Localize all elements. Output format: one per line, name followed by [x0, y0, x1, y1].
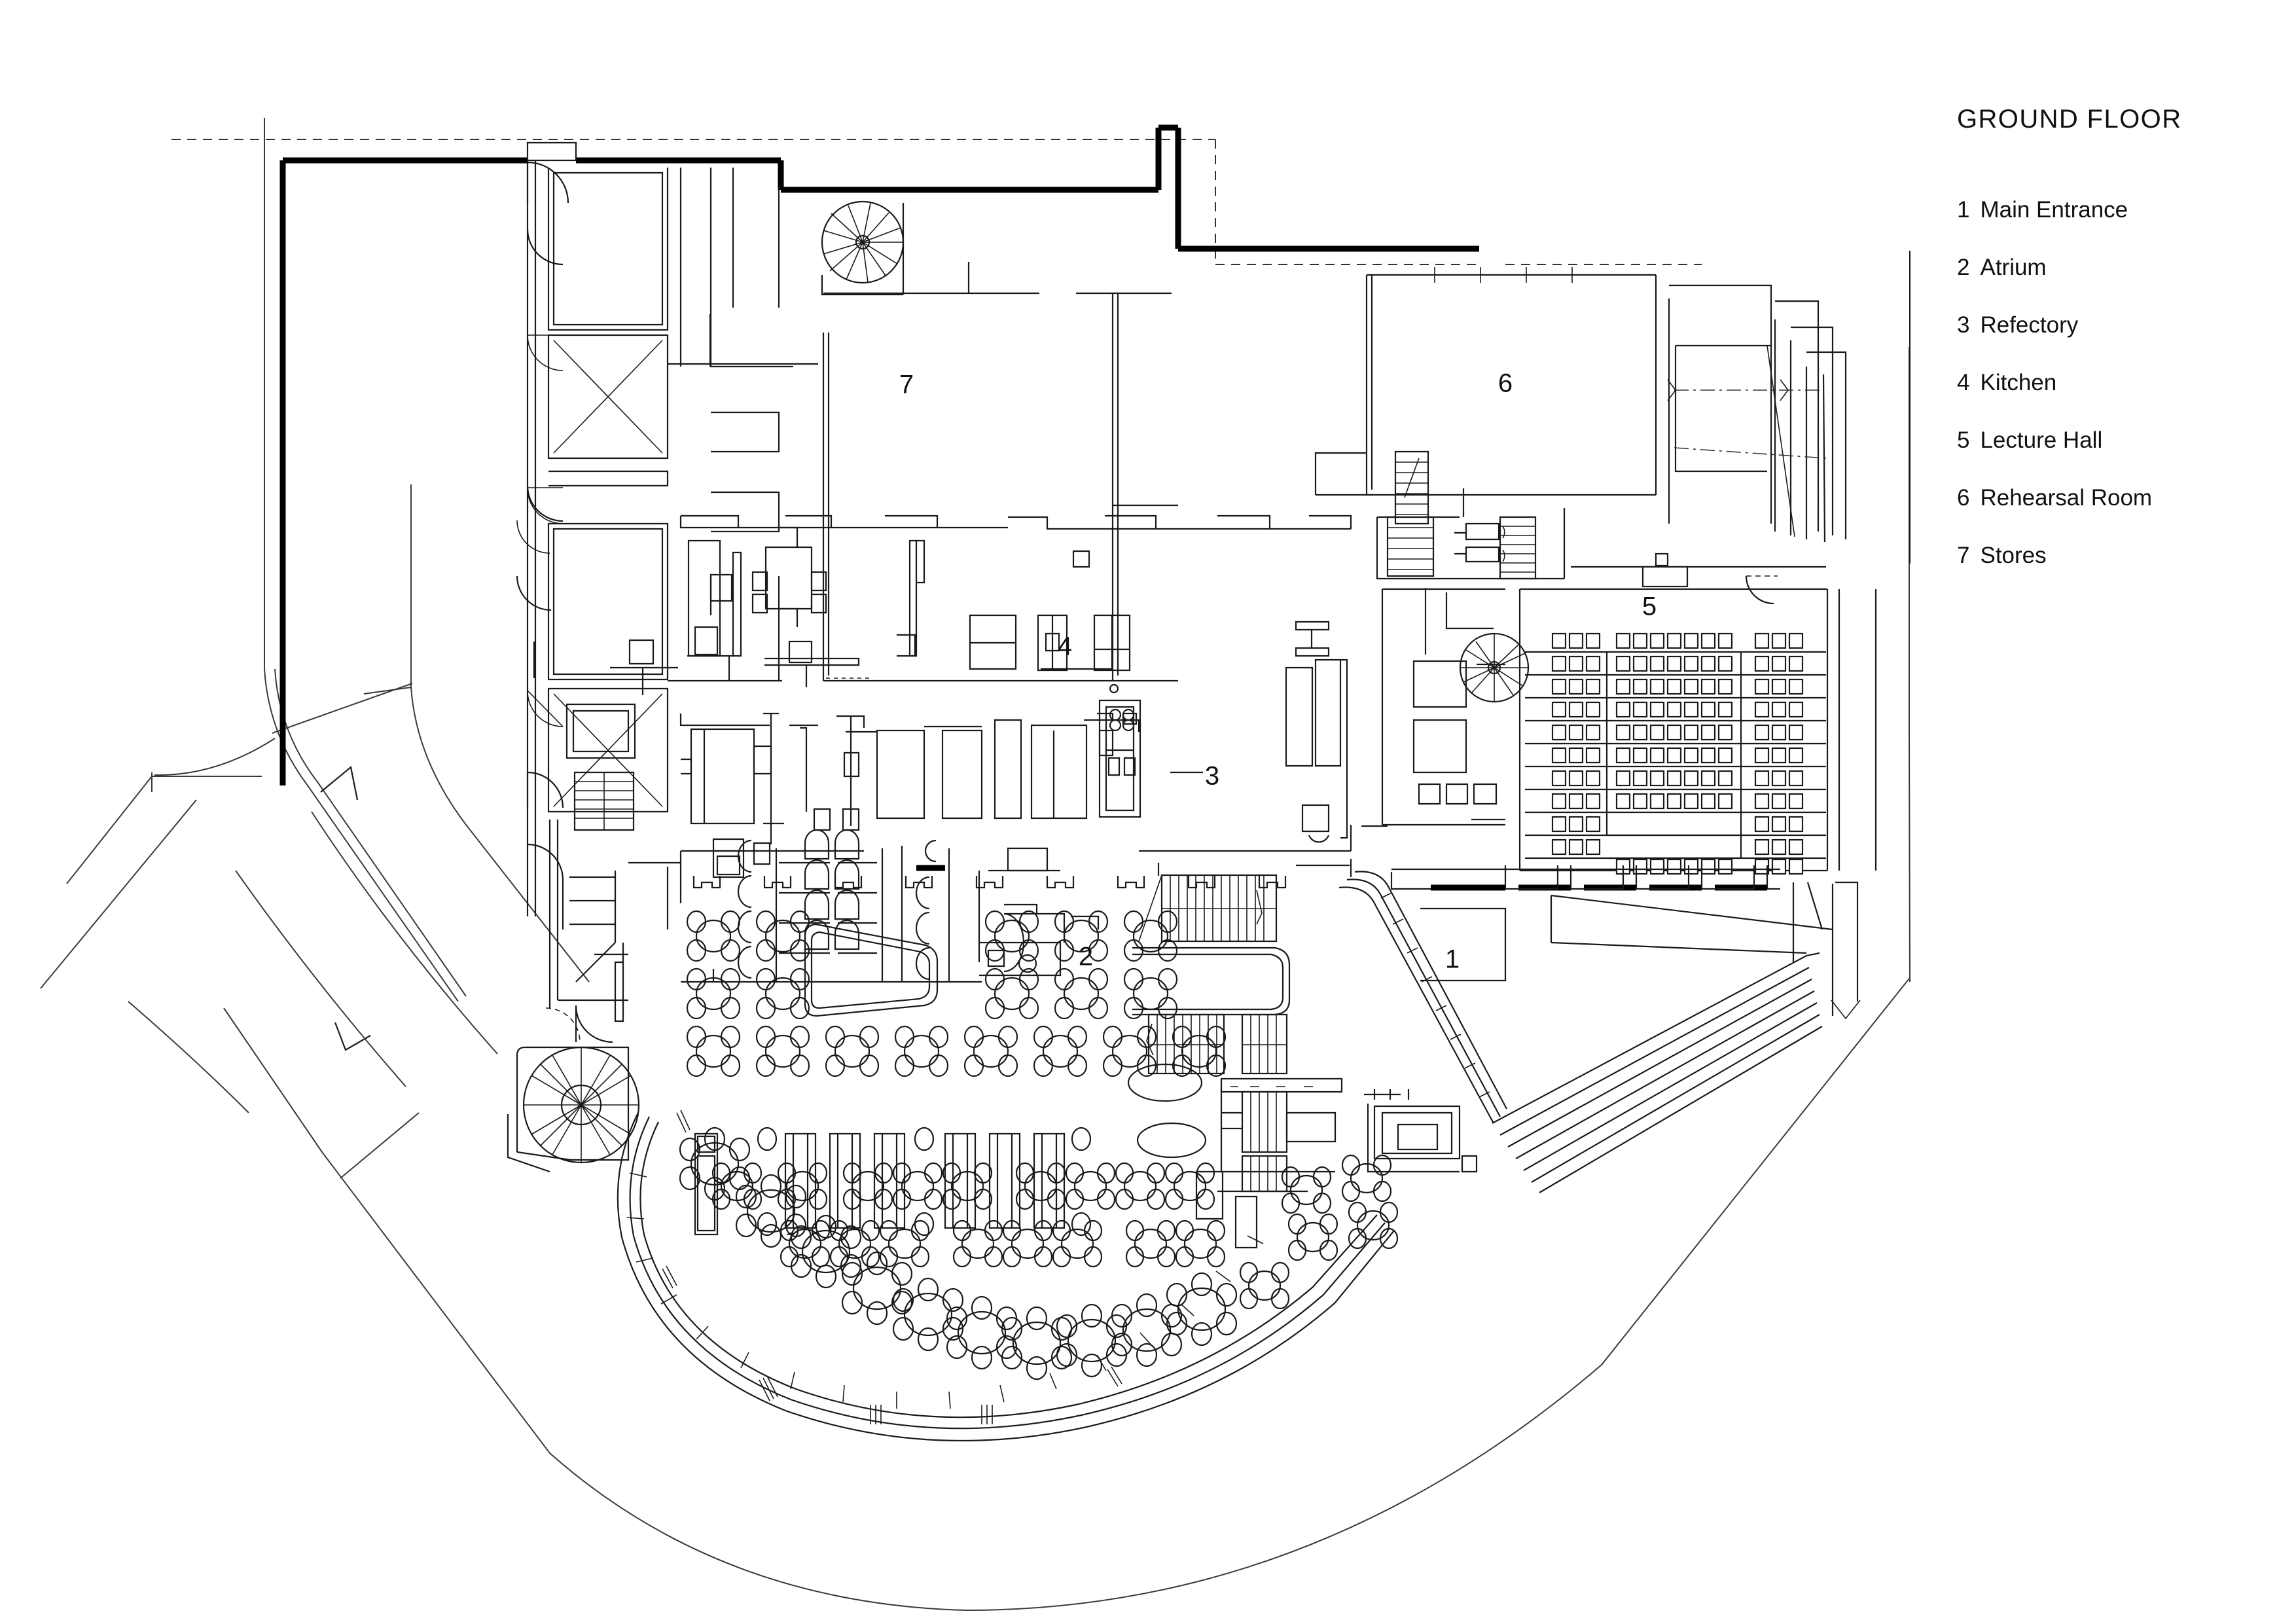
service-core [1381, 522, 1530, 826]
legend-item-3: 3 Refectory [1957, 314, 2265, 336]
legend-item-2: 2 Atrium [1957, 256, 2265, 279]
legend-item-2-label: Atrium [1980, 255, 2047, 280]
terrace-tables-4seat-row-2 [780, 1219, 1226, 1268]
room-stores-7 [516, 168, 1178, 813]
atrium-north-niches [692, 876, 1287, 889]
room-label-1: 1 [1444, 945, 1460, 974]
atrium-bench-tables [757, 1127, 1092, 1236]
legend-block: GROUND FLOOR 1 Main Entrance 2 Atrium 3 Ref… [1957, 105, 2265, 602]
legend-item-3-label: Refectory [1980, 312, 2079, 338]
legend-list: 1 Main Entrance 2 Atrium 3 Refectory 4 Kitch… [1957, 198, 2265, 567]
room-main-entrance-1 [1338, 865, 1861, 1193]
legend-item-7: 7 Stores [1957, 544, 2265, 567]
room-label-3: 3 [1204, 761, 1220, 791]
stair-flight-a [1394, 450, 1429, 525]
legend-item-5: 5 Lecture Hall [1957, 429, 2265, 452]
stair-flight-c [1499, 516, 1537, 580]
stair-flight-b [1386, 516, 1435, 577]
route-arrow-up [320, 765, 359, 801]
spiral-stair-southwest [507, 953, 640, 1173]
terrace-tiers [1571, 284, 1847, 605]
legend-item-6-number: 6 [1957, 485, 1970, 511]
room-label-2: 2 [1078, 942, 1094, 971]
south-curved-facade [617, 1110, 1399, 1442]
legend-item-6: 6 Rehearsal Room [1957, 486, 2265, 509]
legend-item-4: 4 Kitchen [1957, 371, 2265, 394]
legend-item-4-label: Kitchen [1980, 370, 2057, 395]
cafe-table-cluster-row-c [686, 1025, 1227, 1077]
legend-item-5-label: Lecture Hall [1980, 427, 2103, 453]
room-label-4: 4 [1057, 632, 1073, 661]
room-label-5: 5 [1641, 592, 1657, 621]
room-rehearsal-6 [1314, 267, 1657, 580]
sanitary-fixtures [737, 829, 945, 981]
site-boundary [40, 118, 1910, 1612]
spiral-stair-top [821, 200, 905, 296]
atrium-display-unit [694, 1132, 719, 1236]
terrace-tables-4seat-row-1 [711, 1162, 1215, 1210]
stair-flight-west [573, 771, 635, 831]
terrace-tables-southeast [1234, 1154, 1399, 1310]
legend-item-7-number: 7 [1957, 543, 1970, 568]
legend-item-1-number: 1 [1957, 197, 1970, 223]
misc-plan-elements [788, 771, 1505, 1234]
room-lecture-hall-5 [1518, 552, 1877, 875]
legend-item-4-number: 4 [1957, 370, 1970, 395]
lecture-desk [1641, 552, 1689, 588]
room-label-7: 7 [899, 370, 914, 399]
room-refectory-3 [1098, 621, 1352, 852]
route-arrow-down [334, 1022, 371, 1051]
legend-item-1-label: Main Entrance [1980, 197, 2128, 223]
sheet-title: GROUND FLOOR [1957, 105, 2182, 134]
entrance-terrace-steps [1492, 881, 1861, 1193]
legend-item-5-number: 5 [1957, 427, 1970, 453]
building-envelope-walls [279, 124, 1479, 785]
lounge-pod-left [804, 923, 939, 1017]
legend-item-3-number: 3 [1957, 312, 1970, 338]
west-core-zone [516, 161, 636, 1008]
atrium-north-wall [628, 861, 681, 929]
lecture-seating [1525, 632, 1826, 875]
legend-divider-rule [1909, 251, 1910, 564]
cafe-table-cluster-row-b [686, 967, 1178, 1020]
legend-item-2-number: 2 [1957, 255, 1970, 280]
legend-item-1: 1 Main Entrance [1957, 198, 2265, 221]
room-atrium-2 [686, 876, 1287, 1236]
cafe-table-cluster-row-a [686, 910, 1178, 962]
spiral-stair-mid [1459, 632, 1530, 703]
legend-item-6-label: Rehearsal Room [1980, 485, 2153, 511]
room-label-6: 6 [1498, 369, 1513, 398]
legend-item-7-label: Stores [1980, 543, 2047, 568]
room-kitchen-4 [679, 514, 1352, 983]
